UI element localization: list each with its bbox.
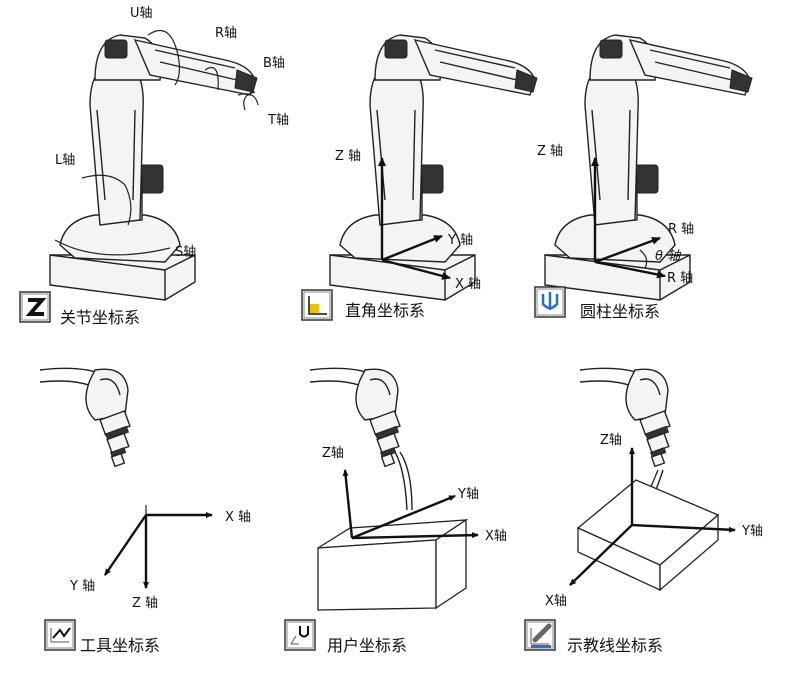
user-y-axis-label: Y轴 bbox=[457, 487, 479, 502]
user-caption: 用户坐标系 bbox=[327, 636, 407, 655]
teach-panel: Z轴 Y轴 X轴 示教线坐标系 bbox=[524, 367, 763, 655]
s-axis-label: S轴 bbox=[175, 245, 196, 260]
b-axis-label: B轴 bbox=[263, 56, 285, 71]
cartesian-coordinate-icon bbox=[301, 289, 333, 321]
user-panel: Z轴 Y轴 X轴 用户坐标系 bbox=[284, 367, 507, 655]
teach-line-coordinate-icon bbox=[524, 619, 556, 651]
t-axis-label: T轴 bbox=[267, 113, 289, 128]
tool-panel: X 轴 Y 轴 Z 轴 工具坐标系 bbox=[39, 367, 251, 655]
joint-coordinate-icon bbox=[19, 291, 51, 323]
tool-caption: 工具坐标系 bbox=[80, 636, 160, 655]
teach-y-axis-label: Y轴 bbox=[741, 524, 763, 539]
joint-caption: 关节坐标系 bbox=[60, 308, 140, 327]
user-z-axis-label: Z轴 bbox=[322, 446, 344, 461]
tool-coordinate-icon bbox=[44, 619, 76, 651]
cylindrical-caption: 圆柱坐标系 bbox=[580, 302, 660, 321]
y-axis-label: Y 轴 bbox=[447, 233, 473, 248]
cyl-r-axis-label-bottom: R 轴 bbox=[667, 271, 693, 286]
teach-z-axis-label: Z轴 bbox=[600, 433, 622, 448]
user-coordinate-icon bbox=[284, 619, 316, 651]
user-x-axis-label: X轴 bbox=[485, 529, 507, 544]
z-axis-label: Z 轴 bbox=[335, 149, 361, 164]
teach-x-axis-label: X轴 bbox=[545, 594, 567, 609]
tool-z-axis-label: Z 轴 bbox=[132, 596, 158, 611]
cartesian-panel: Z 轴 Y 轴 X 轴 直角坐标系 bbox=[301, 34, 538, 321]
r-axis-label: R轴 bbox=[215, 26, 237, 41]
l-axis-label: L轴 bbox=[55, 153, 75, 168]
tool-y-axis-label: Y 轴 bbox=[69, 579, 95, 594]
x-axis-label: X 轴 bbox=[455, 277, 481, 292]
teach-caption: 示教线坐标系 bbox=[567, 636, 663, 655]
theta-axis-label: θ 轴 bbox=[655, 249, 682, 264]
tool-x-axis-label: X 轴 bbox=[225, 510, 251, 525]
cyl-z-axis-label: Z 轴 bbox=[537, 144, 563, 159]
u-axis-label: U轴 bbox=[130, 6, 153, 21]
cyl-r-axis-label-top: R 轴 bbox=[668, 222, 694, 237]
joint-panel: U轴 R轴 B轴 T轴 L轴 S轴 关节坐标系 bbox=[19, 6, 289, 327]
cylindrical-panel: Z 轴 R 轴 θ 轴 R 轴 圆柱坐标系 bbox=[534, 34, 753, 321]
cylindrical-coordinate-icon bbox=[534, 286, 566, 318]
cartesian-caption: 直角坐标系 bbox=[345, 301, 425, 320]
